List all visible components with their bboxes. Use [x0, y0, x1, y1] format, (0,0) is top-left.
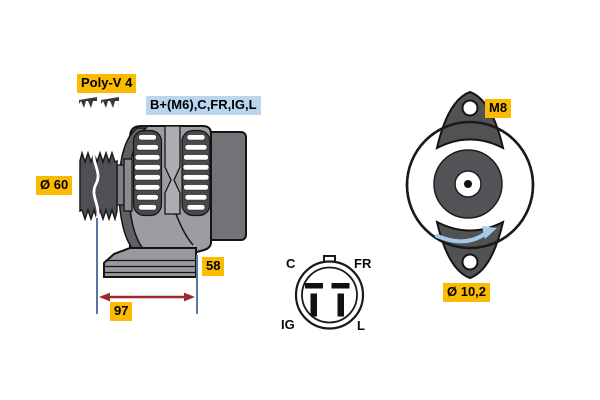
alternator-rear-view [405, 90, 535, 280]
arrow-head-right [184, 292, 195, 302]
belt-profile-icon [79, 97, 97, 108]
connector-pin-label-fr: FR [354, 256, 372, 271]
housing-divider [164, 125, 181, 215]
cooling-vents-front [132, 129, 163, 217]
terminals-label: B+(M6),C,FR,IG,L [146, 96, 261, 115]
arrow-head-left [99, 292, 110, 302]
dimension-97-label: 97 [110, 302, 133, 321]
connector-outer-ring [294, 260, 365, 330]
connector-inner-ring [301, 266, 358, 324]
pulley-break-line [92, 147, 100, 223]
rear-view-outline [405, 120, 535, 250]
cooling-vents-rear [181, 129, 211, 217]
belt-profile-icon [101, 97, 119, 108]
rotation-arrow-icon [435, 226, 497, 244]
mount-hole-diameter-label: Ø 10,2 [443, 283, 491, 302]
dimension-97 [96, 218, 198, 314]
belt-profile-icons [79, 97, 119, 108]
shaft-center [464, 180, 472, 188]
connector-pins [305, 283, 350, 317]
dimension-58-label: 58 [202, 257, 225, 276]
shaft-spacer [116, 164, 125, 206]
alternator-side-view [79, 125, 247, 278]
connector-pin-label-c: C [286, 256, 296, 271]
housing-contour-line [175, 213, 194, 246]
mounting-hole-bottom [461, 253, 479, 271]
connector-diagram [294, 255, 365, 330]
belt-type-label: Poly-V 4 [77, 74, 137, 93]
shaft-hub [123, 158, 133, 212]
thread-size-label: M8 [485, 99, 512, 118]
pulley-diameter-label: Ø 60 [36, 176, 73, 195]
connector-pin-label-l: L [357, 318, 365, 333]
connector-pin-label-ig: IG [281, 317, 295, 332]
mounting-hole-top [461, 99, 479, 117]
mounting-foot [103, 247, 197, 278]
